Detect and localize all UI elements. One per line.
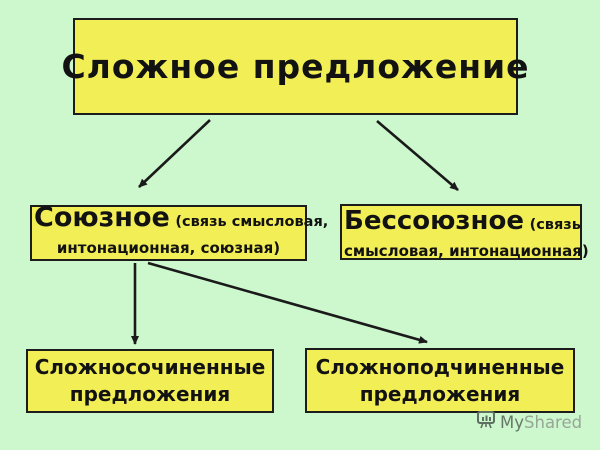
node-compound-line1: Сложносочиненные: [34, 355, 266, 379]
node-complexsub-line1: Сложноподчиненные: [315, 354, 565, 379]
myshared-watermark: MyShared: [477, 411, 582, 433]
node-unionless-type: Бессоюзное (связь смысловая, интонационн…: [340, 204, 589, 260]
node-complex-sentences: Сложноподчиненные предложения: [305, 348, 575, 413]
node-union-note-line1: (связь смысловая,: [175, 214, 329, 230]
presentation-board-icon: [477, 410, 497, 434]
arrow-union-to-complex: [147, 261, 428, 344]
node-unionless-title: Бессоюзное: [344, 206, 524, 236]
arrow-root-to-union: [138, 119, 211, 188]
node-unionless-note-line2: смысловая, интонационная): [344, 242, 589, 260]
node-union-title: Союзное: [34, 202, 170, 233]
node-compound-sentences: Сложносочиненные предложения: [26, 349, 274, 413]
node-union-note-line2: интонационная, союзная): [56, 239, 281, 257]
arrow-root-to-unionless: [376, 120, 459, 191]
node-unionless-note-line1: (связь: [529, 217, 581, 233]
node-complexsub-line2: предложения: [359, 381, 521, 406]
node-complex-sentence-label: Сложное предложение: [61, 47, 530, 86]
watermark-text-my: My: [500, 412, 525, 432]
node-compound-line2: предложения: [69, 382, 231, 406]
watermark-text-shared: Shared: [524, 412, 583, 432]
node-complex-sentence: Сложное предложение: [61, 18, 529, 115]
node-union-type: Союзное (связь смысловая, интонационная,…: [30, 202, 328, 261]
